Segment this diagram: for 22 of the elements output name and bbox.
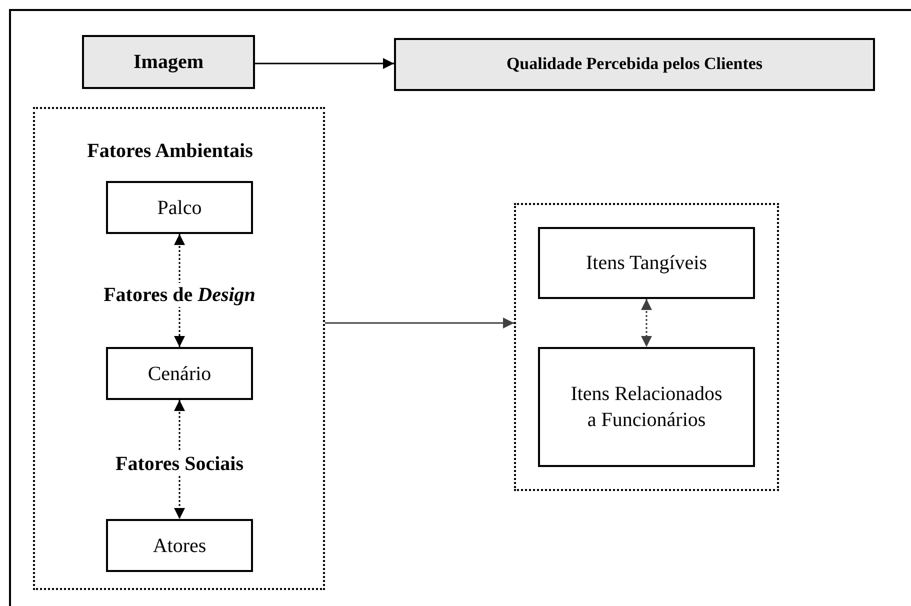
section-heading: Fatores Ambientais	[86, 139, 254, 163]
edge-label: Fatores de Design	[102, 282, 258, 306]
box-label: Itens Relacionados a Funcionários	[570, 382, 724, 433]
box-label: Atores	[152, 534, 206, 558]
process-box	[82, 35, 255, 89]
box-label: Cenário	[148, 362, 212, 386]
process-box	[538, 227, 755, 299]
process-box	[394, 38, 875, 91]
box-label: Palco	[157, 196, 202, 220]
box-label: Itens Tangíveis	[586, 251, 707, 276]
arrow	[255, 58, 394, 69]
process-box	[106, 347, 253, 400]
box-label: Qualidade Percebida pelos Clientes	[506, 53, 763, 76]
arrow	[641, 299, 652, 347]
process-box	[106, 519, 253, 572]
process-box	[106, 181, 253, 234]
process-box	[538, 347, 755, 467]
box-label: Imagem	[134, 50, 204, 75]
arrow	[325, 318, 514, 328]
dotted-group-box	[33, 107, 325, 590]
edge-label: Fatores Sociais	[114, 452, 246, 476]
dotted-group-box	[514, 203, 779, 491]
